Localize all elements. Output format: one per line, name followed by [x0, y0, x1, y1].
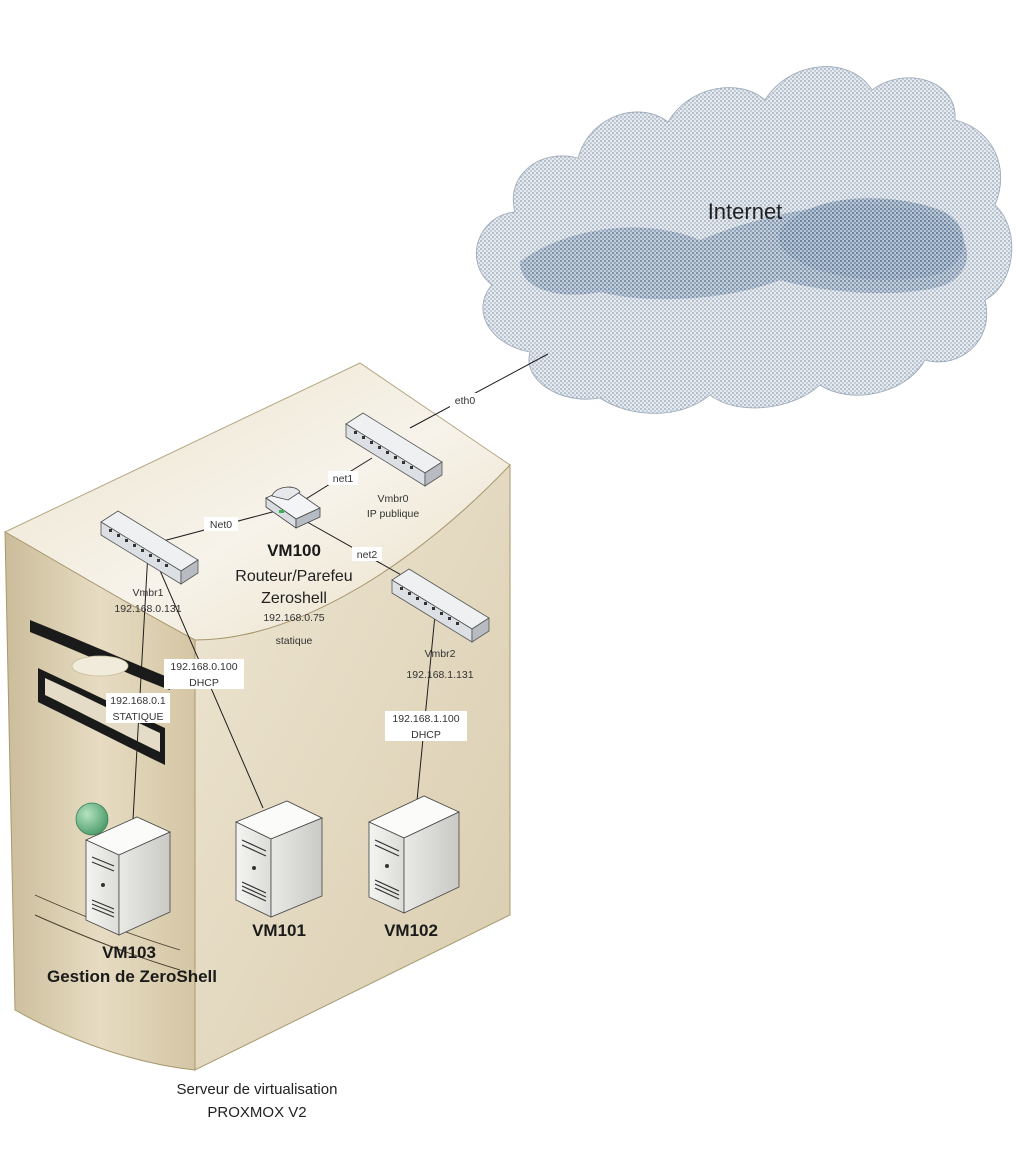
- link-vmbr1-vm103: [132, 551, 149, 821]
- router-side: [295, 507, 321, 529]
- vm103-ip: 192.168.0.1: [110, 695, 166, 707]
- vmbr1-ip: 192.168.0.131: [114, 603, 181, 615]
- vmbr2-ip: 192.168.1.131: [406, 669, 473, 681]
- vmbr2-name: Vmbr2: [425, 648, 456, 660]
- switch-vmbr0: [345, 412, 443, 487]
- vm103-mode: STATIQUE: [113, 711, 164, 723]
- vm102-power-led: [385, 864, 389, 868]
- link-label-net2: net2: [357, 549, 378, 561]
- link-label-net1: net1: [333, 473, 354, 485]
- cloud-shadow-2: [778, 198, 964, 281]
- vm102-side: [403, 811, 460, 914]
- link-label-eth0: eth0: [455, 395, 476, 407]
- switch-vmbr2-side: [471, 617, 490, 643]
- link-eth0: [409, 353, 549, 429]
- label-bg-net0: [204, 517, 238, 531]
- vm101-power-led: [252, 866, 256, 870]
- vm103-power-led: [101, 883, 105, 887]
- router-dome: [271, 486, 301, 501]
- server-front-line-1: [34, 914, 181, 971]
- vm100-role-1: Routeur/Parefeu: [235, 568, 352, 585]
- vm100-role-2: Zeroshell: [261, 590, 327, 607]
- vm101-front-details: [241, 839, 267, 902]
- label-bg-vm102-ip: [385, 711, 467, 741]
- switch-vmbr0-side: [424, 461, 443, 487]
- switch-vmbr2-ports: [400, 587, 459, 625]
- vm101-mode: DHCP: [189, 677, 219, 689]
- server-front-slot-1: [30, 620, 170, 690]
- internet-cloud: Internet: [476, 66, 1013, 414]
- label-bg-net2: [352, 547, 382, 561]
- vm101-side: [270, 817, 323, 918]
- vmbr1-name: Vmbr1: [133, 587, 164, 599]
- vm102-front-details: [374, 839, 400, 900]
- server-front-slot-2-inner: [45, 678, 160, 752]
- vm102-mode: DHCP: [411, 729, 441, 741]
- vm102-ip: 192.168.1.100: [392, 713, 459, 725]
- router-vm100: [265, 486, 321, 529]
- switch-vmbr2: [391, 568, 490, 643]
- host-caption-1: Serveur de virtualisation: [177, 1081, 338, 1098]
- vm103-front: [85, 839, 120, 936]
- vm103-name: VM103: [102, 943, 156, 962]
- label-bg-eth0: [450, 393, 480, 407]
- cloud-label: Internet: [708, 199, 783, 224]
- label-bg-vm101-ip: [164, 659, 244, 689]
- host-server: [3, 362, 511, 1071]
- vmbr0-name: Vmbr0: [378, 493, 409, 505]
- vmbr0-info: IP publique: [367, 508, 420, 520]
- server-front-bump: [71, 655, 129, 677]
- switch-vmbr1: [100, 510, 199, 585]
- label-bg-vm103-ip: [106, 693, 170, 723]
- vm103-side: [118, 831, 171, 936]
- switch-vmbr0-ports: [354, 431, 413, 469]
- vm103-box: [75, 802, 171, 936]
- vm102-box: [368, 795, 460, 914]
- labels: eth0 net1 Net0 net2 Vmbr0 IP publique Vm…: [47, 395, 475, 1121]
- vm103-status-ball: [75, 802, 109, 836]
- label-bg-net1: [328, 471, 358, 485]
- vm100-name: VM100: [267, 541, 321, 560]
- vm103-front-details: [91, 856, 115, 918]
- link-label-net0: Net0: [210, 519, 232, 531]
- vm101-box: [235, 800, 323, 918]
- switch-vmbr1-ports: [109, 529, 168, 567]
- host-caption-2: PROXMOX V2: [207, 1104, 306, 1121]
- vm102-name: VM102: [384, 921, 438, 940]
- vm101-ip: 192.168.0.100: [170, 661, 237, 673]
- vm101-name: VM101: [252, 921, 306, 940]
- switch-vmbr1-side: [180, 559, 199, 585]
- vm103-role: Gestion de ZeroShell: [47, 967, 217, 986]
- vm100-ip: 192.168.0.75: [263, 612, 324, 624]
- vm100-mode: statique: [276, 635, 313, 647]
- router-led: [279, 510, 284, 513]
